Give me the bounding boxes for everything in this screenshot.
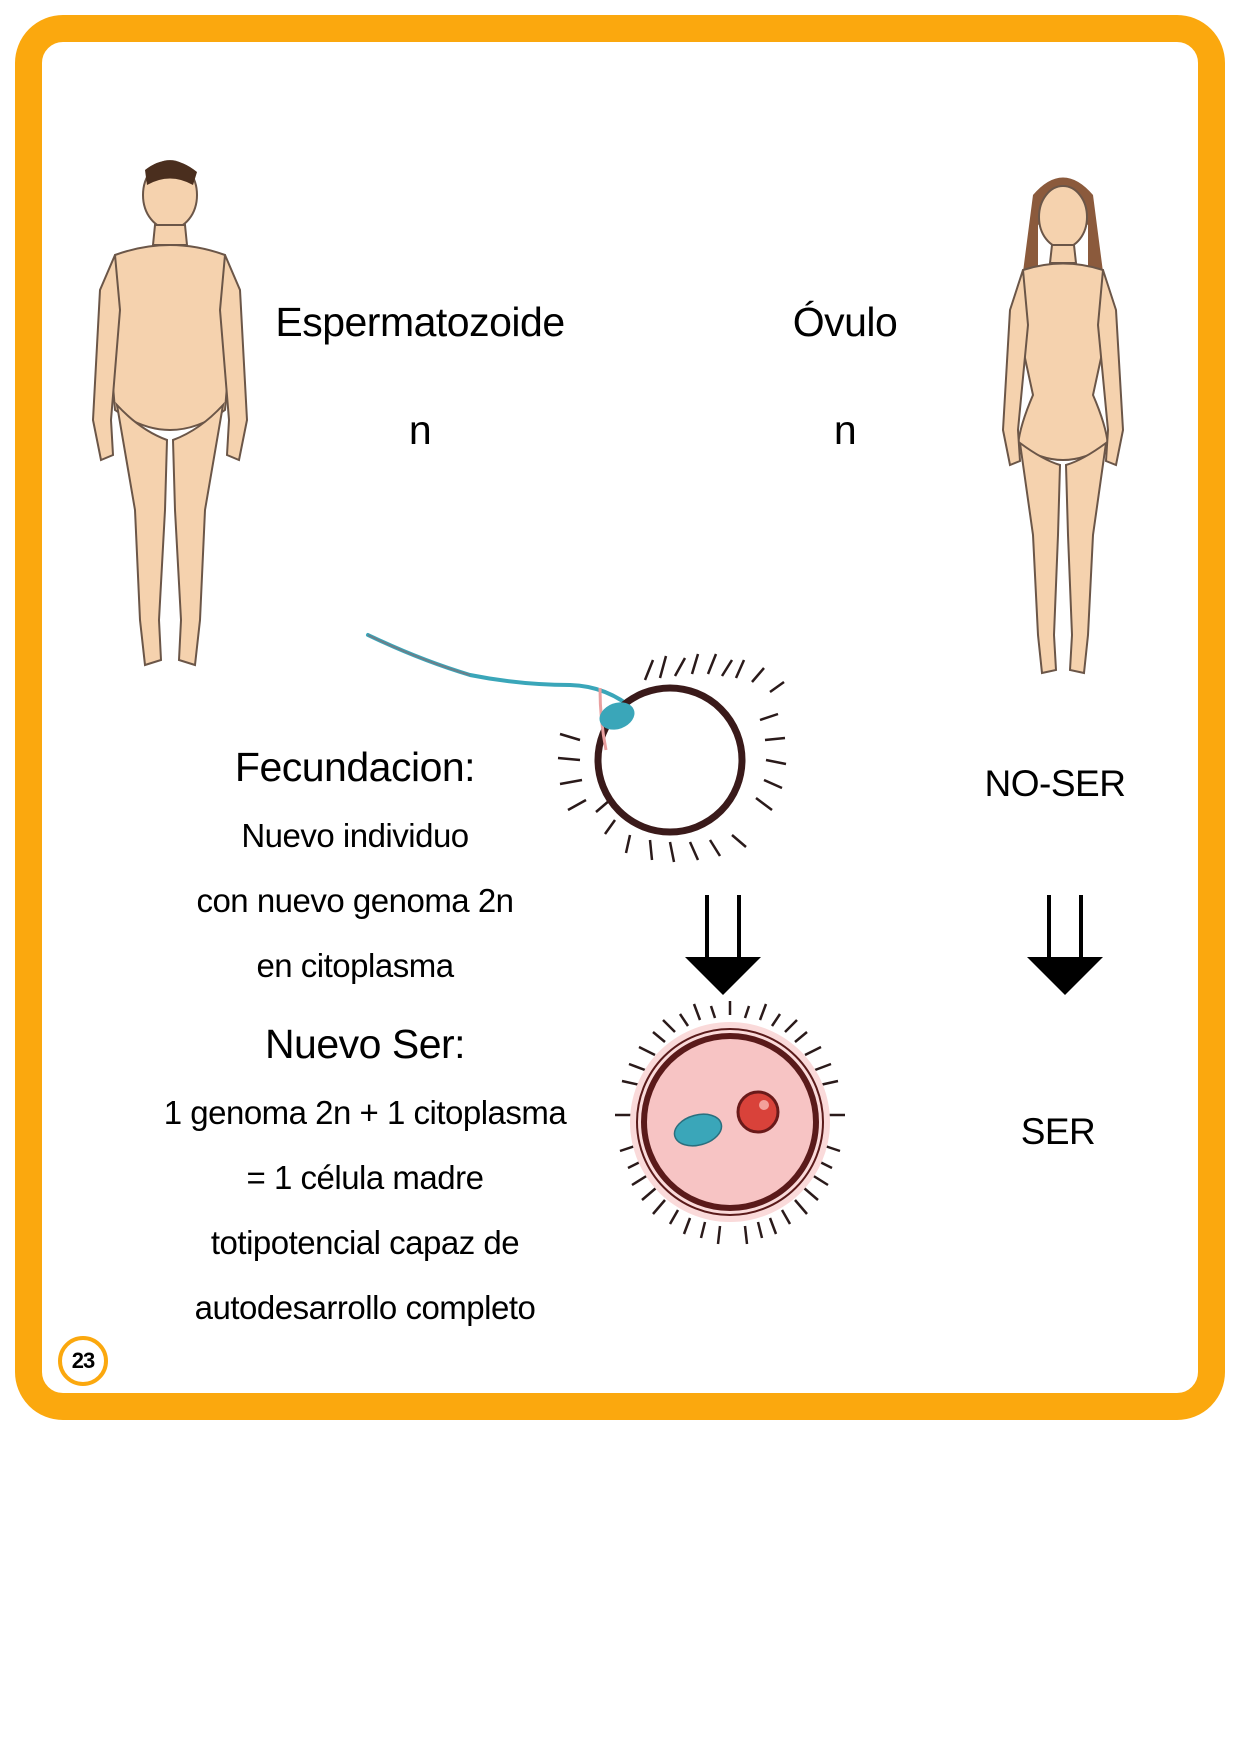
no-ser-label: NO-SER [984,763,1126,804]
new-being-line-2: = 1 célula madre [246,1159,484,1196]
new-being-block: Nuevo Ser: 1 genoma 2n + 1 citoplasma = … [100,999,630,1349]
fecundation-line-2: con nuevo genoma 2n [196,882,514,919]
sperm-title: Espermatozoide [275,299,565,345]
woman-figure-illustration [1001,177,1125,675]
down-arrow-icon [1027,895,1103,995]
fecundation-block: Fecundacion: Nuevo individuo con nuevo g… [145,722,565,1007]
new-being-line-1: 1 genoma 2n + 1 citoplasma [163,1094,567,1131]
fecundation-line-1: Nuevo individuo [241,817,469,854]
man-figure-illustration [91,160,249,667]
fertilization-illustration [366,633,787,863]
sperm-ploidy: n [408,407,432,453]
fecundation-line-3: en citoplasma [256,947,454,984]
page-frame [15,15,1225,1420]
new-being-line-4: autodesarrollo completo [194,1289,536,1326]
zygote-illustration [615,1001,845,1245]
new-being-title: Nuevo Ser: [264,1021,466,1067]
new-being-line-3: totipotencial capaz de [210,1224,520,1261]
ser-label: SER [1020,1111,1096,1152]
ovum-title: Óvulo [792,299,898,345]
fecundation-title: Fecundacion: [234,744,476,790]
ovum-ploidy: n [833,407,857,453]
down-arrow-icon [685,895,761,995]
page-number: 23 [58,1336,108,1386]
ovum-label: Óvulo n [745,241,945,511]
sperm-label: Espermatozoide n [250,241,590,511]
